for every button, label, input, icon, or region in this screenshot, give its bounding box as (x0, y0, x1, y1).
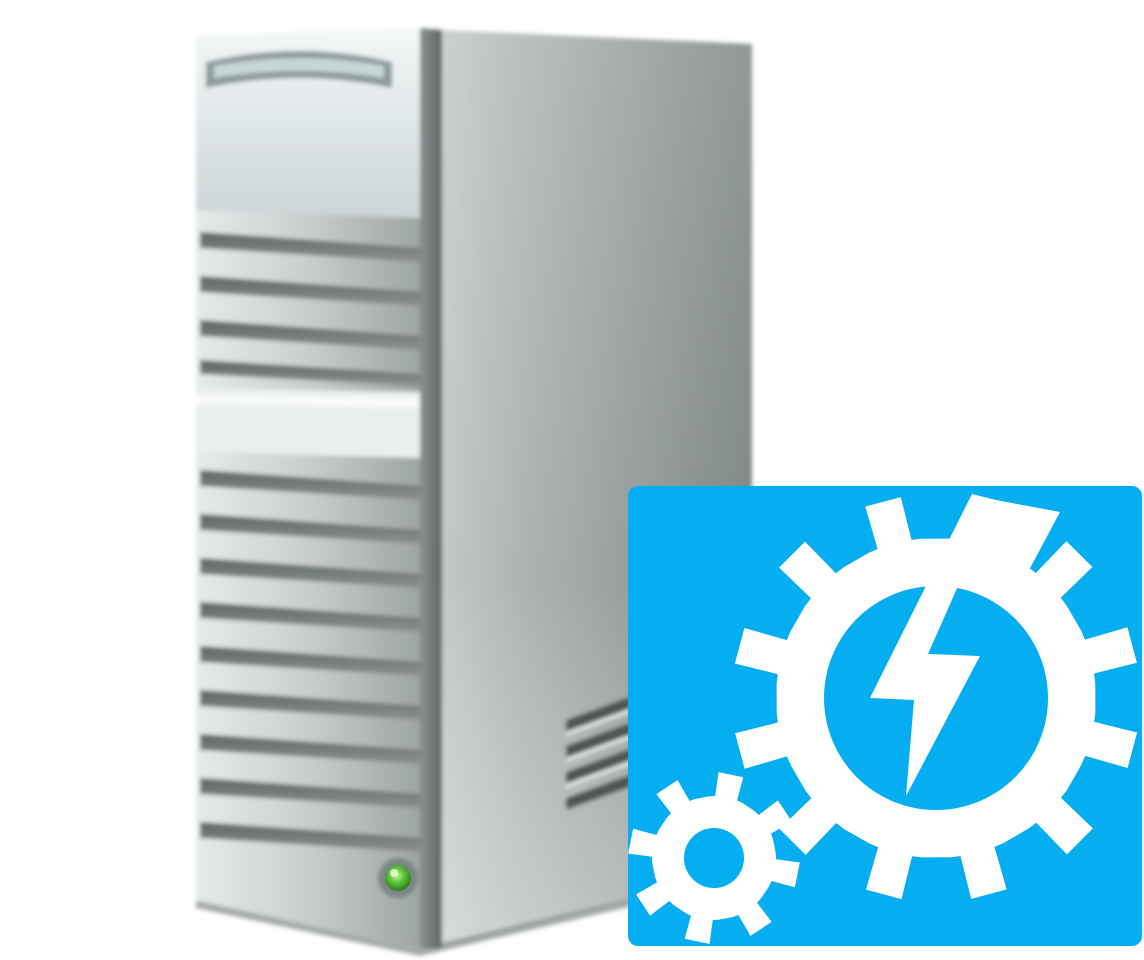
lightning-bolt-icon (870, 494, 996, 796)
power-led (378, 858, 418, 898)
automation-badge (628, 486, 1142, 946)
automation-gear-lightning-icon (628, 486, 1142, 946)
